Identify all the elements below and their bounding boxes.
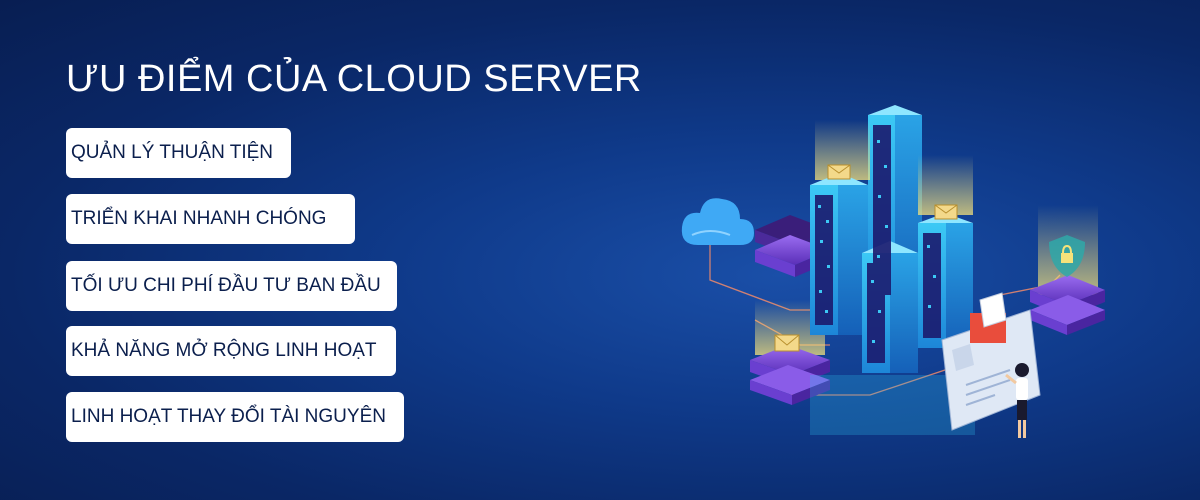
page-title: ƯU ĐIỂM CỦA CLOUD SERVER bbox=[66, 58, 642, 100]
advantage-item-4: KHẢ NĂNG MỞ RỘNG LINH HOẠT bbox=[66, 326, 396, 376]
platform-shield bbox=[1030, 205, 1105, 335]
advantage-item-2: TRIỂN KHAI NHANH CHÓNG bbox=[66, 194, 355, 244]
cloud-server-illustration bbox=[681, 105, 1105, 438]
envelope-icon bbox=[774, 334, 800, 352]
server-icon bbox=[810, 105, 973, 373]
advantage-item-3: TỐI ƯU CHI PHÍ ĐẦU TƯ BAN ĐẦU bbox=[66, 261, 397, 311]
shield-lock-icon bbox=[1049, 235, 1085, 277]
advantage-item-1: QUẢN LÝ THUẬN TIỆN bbox=[66, 128, 291, 178]
person-icon bbox=[1005, 363, 1029, 438]
cloud-icon bbox=[681, 198, 754, 245]
advantage-item-5: LINH HOẠT THAY ĐỔI TÀI NGUYÊN bbox=[66, 392, 404, 442]
monitor-illustration bbox=[941, 292, 1041, 431]
